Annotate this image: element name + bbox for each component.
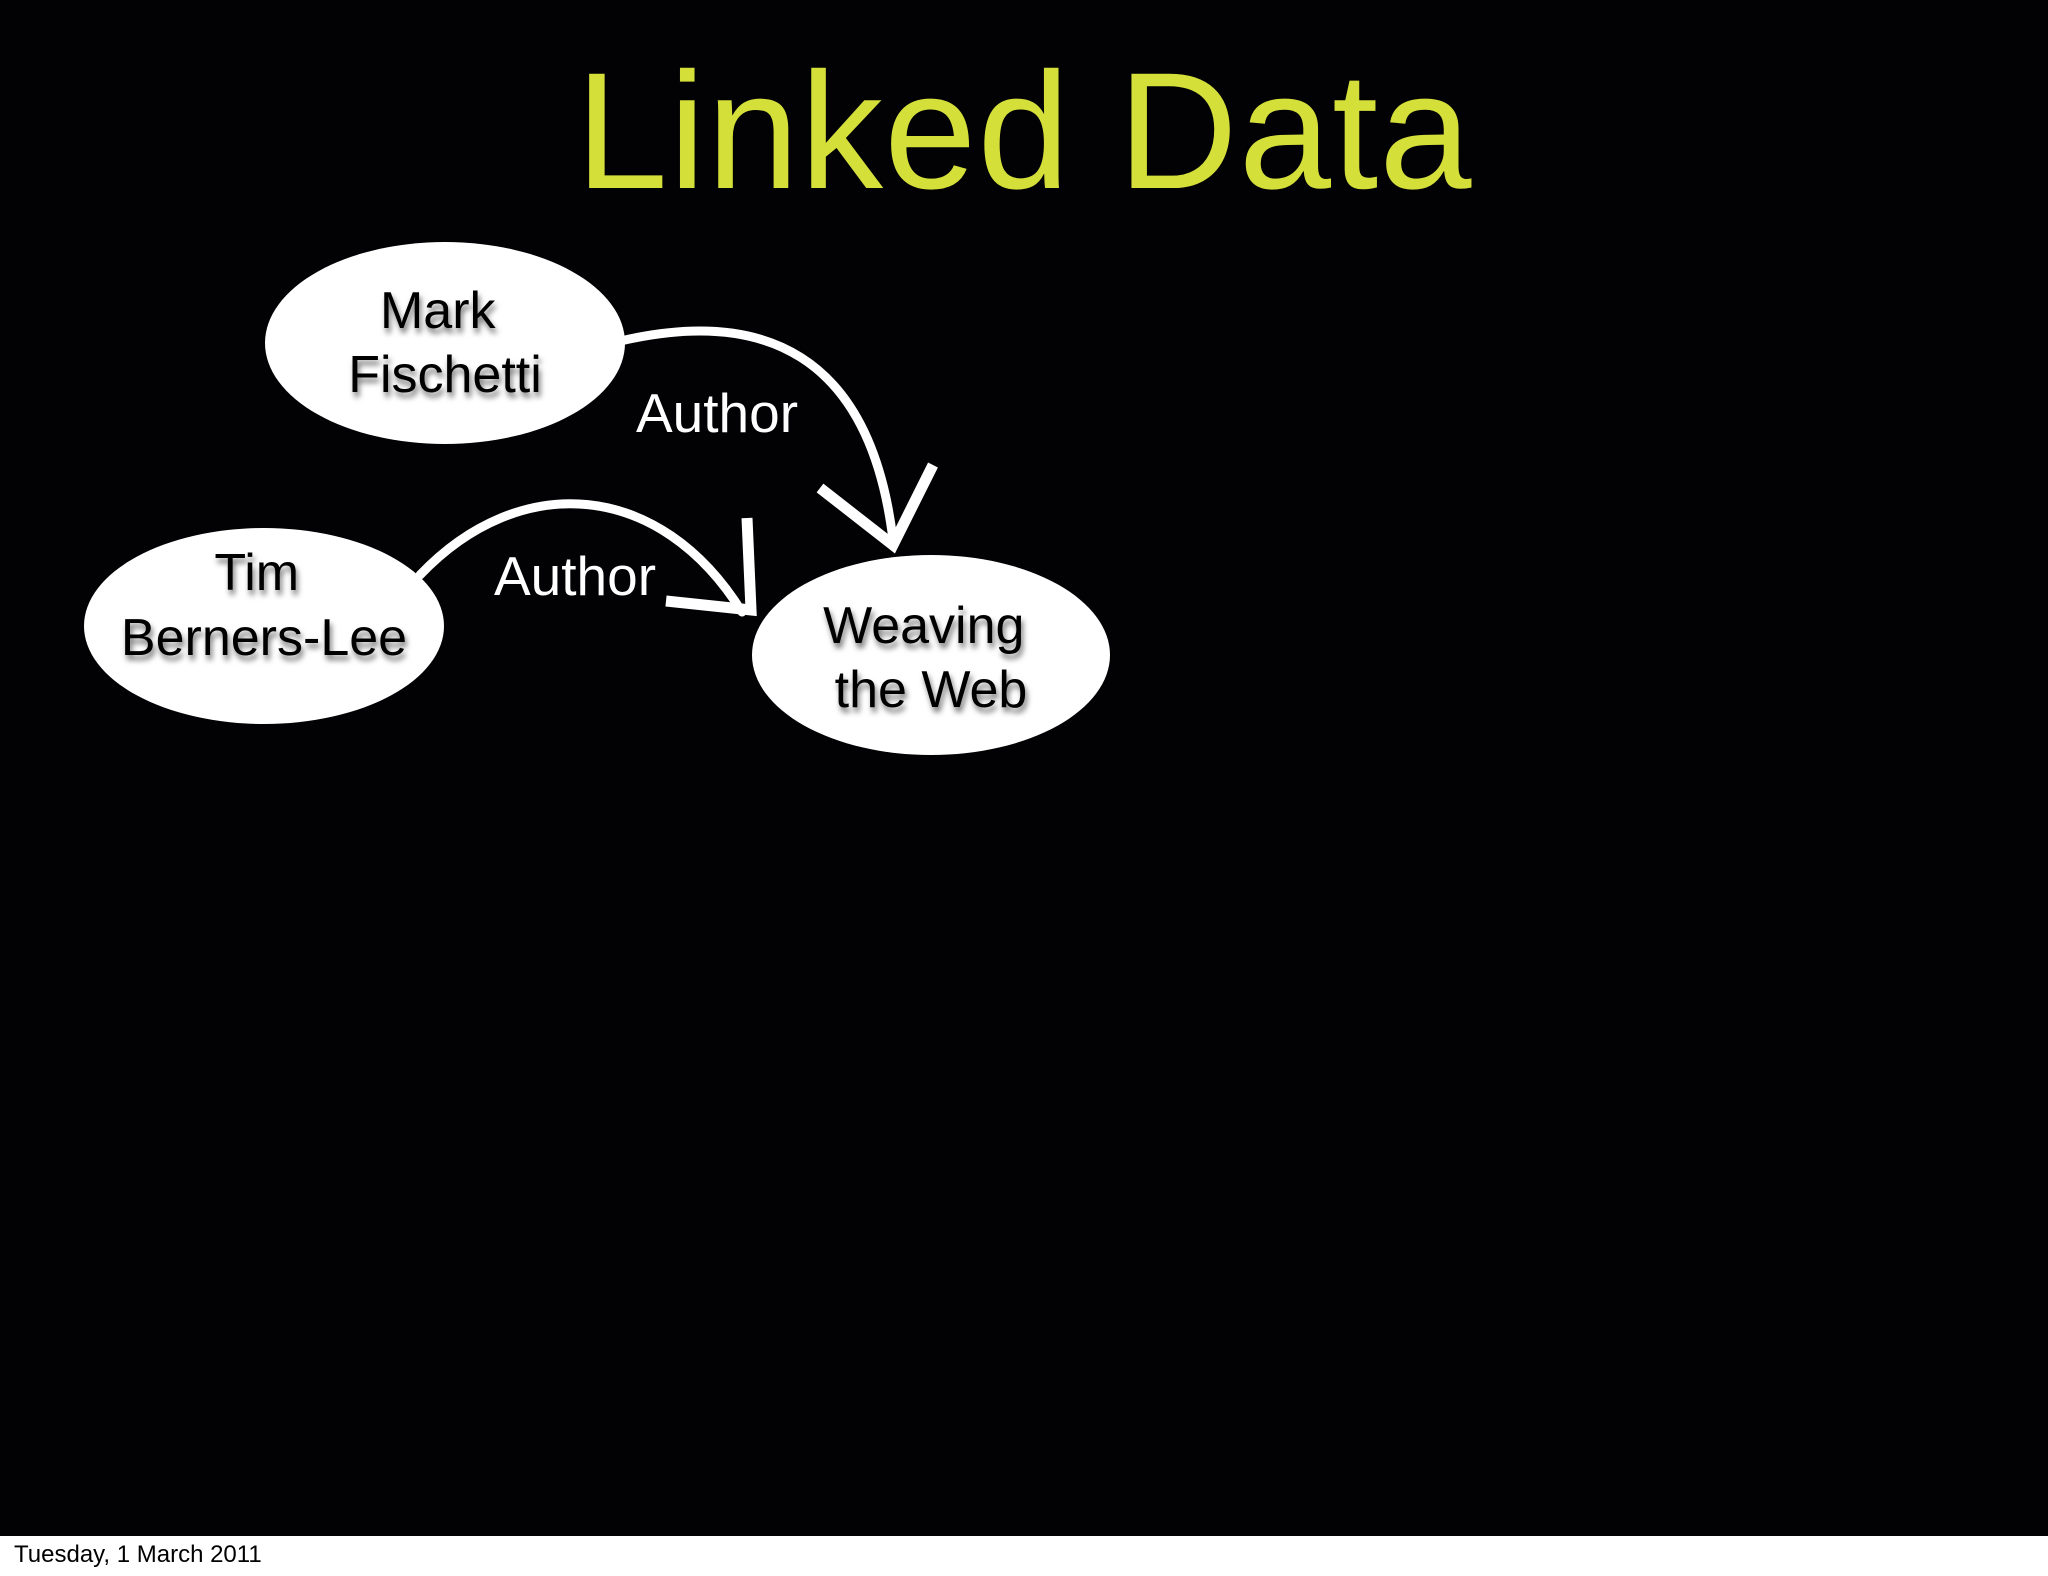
node-mark-fischetti: Mark Fischetti bbox=[265, 242, 625, 444]
node-ellipse bbox=[752, 555, 1110, 755]
node-label-line: Tim bbox=[214, 544, 299, 602]
linked-data-diagram: Author Author Mark Fischetti Tim Berners… bbox=[84, 242, 1110, 755]
node-label-line: Weaving bbox=[823, 597, 1024, 655]
arrowhead-tim-to-book bbox=[665, 517, 757, 617]
edge-tim-to-book: Author bbox=[415, 499, 757, 617]
edge-label-tim-author: Author bbox=[494, 545, 656, 607]
node-tim-berners-lee: Tim Berners-Lee bbox=[84, 528, 444, 724]
node-label-line: Fischetti bbox=[348, 346, 542, 404]
node-weaving-the-web: Weaving the Web bbox=[752, 555, 1110, 755]
edge-tim-to-book-curve bbox=[415, 499, 747, 617]
node-label-line: Berners-Lee bbox=[121, 609, 407, 667]
footer-date: Tuesday, 1 March 2011 bbox=[14, 1541, 262, 1568]
node-label-line: the Web bbox=[835, 661, 1028, 719]
slide-title: Linked Data bbox=[575, 39, 1473, 224]
arrowhead-mark-to-book bbox=[816, 462, 938, 554]
node-ellipse bbox=[84, 528, 444, 724]
edge-label-mark-author: Author bbox=[636, 382, 798, 444]
svg-text:Mark Fischetti: Mark Fischetti bbox=[348, 282, 542, 404]
node-label-line: Mark bbox=[380, 282, 497, 340]
slide: Linked Data Author Author Mark Fischetti bbox=[0, 0, 2048, 1536]
svg-text:Tim Berners-Lee: Tim Berners-Lee bbox=[121, 544, 407, 667]
node-ellipse bbox=[265, 242, 625, 444]
edge-mark-to-book-curve bbox=[620, 326, 898, 545]
edge-mark-to-book: Author bbox=[620, 326, 938, 554]
svg-text:Weaving the Web: Weaving the Web bbox=[823, 597, 1039, 719]
